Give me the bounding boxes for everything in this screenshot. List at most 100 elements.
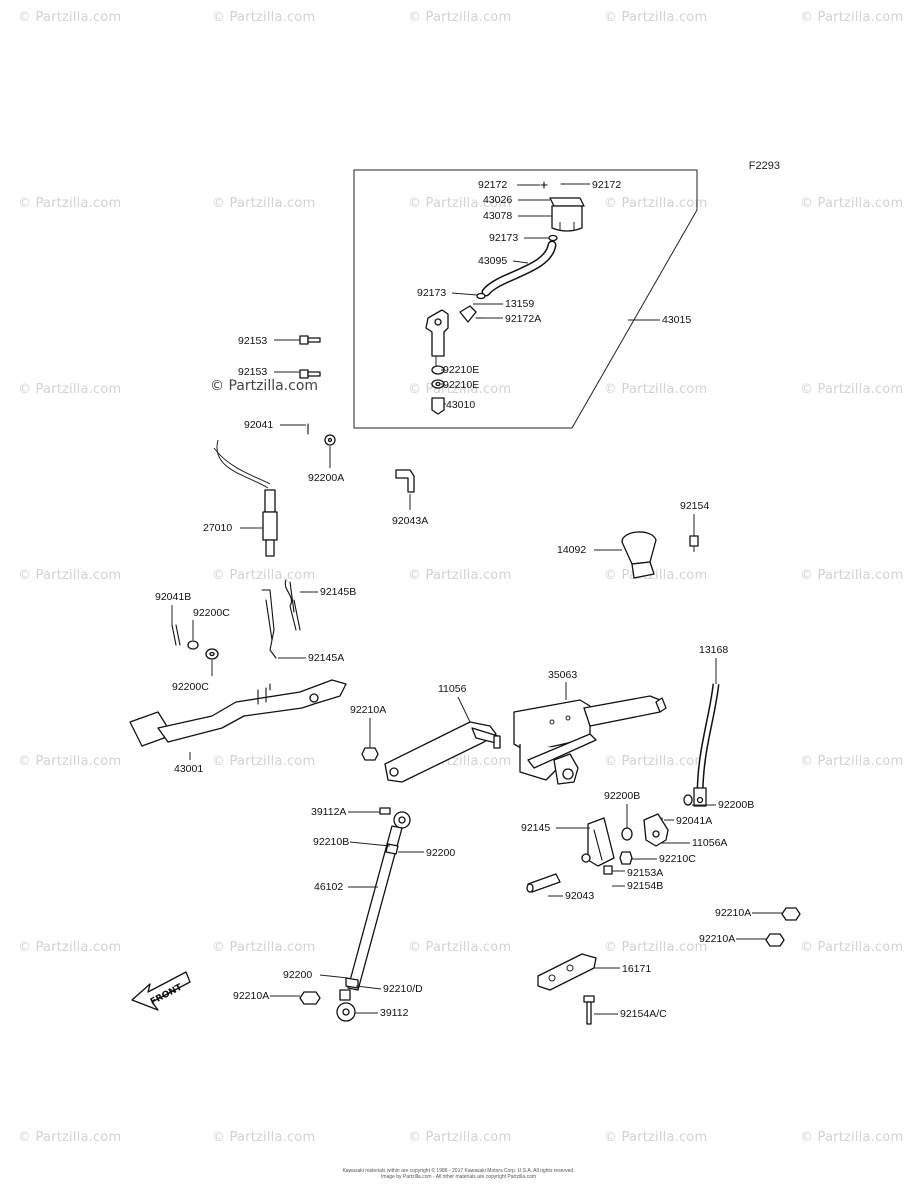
part-label-p92210D[interactable]: 92210/D: [383, 983, 423, 995]
pin-92041B: [171, 624, 181, 646]
part-label-p43010[interactable]: 43010: [446, 399, 475, 411]
part-label-p43001[interactable]: 43001: [174, 763, 203, 775]
part-label-p92210A_d[interactable]: 92210A: [233, 990, 269, 1002]
part-label-p92172_l[interactable]: 92172: [478, 179, 507, 191]
watermark: © Partzilla.com: [408, 940, 512, 955]
watermark: © Partzilla.com: [18, 754, 122, 769]
part-label-p13168[interactable]: 13168: [699, 644, 728, 656]
reservoir-43078: [551, 205, 583, 232]
arm-92145: [581, 817, 615, 867]
part-label-p92043A[interactable]: 92043A: [392, 515, 428, 527]
part-label-p14092[interactable]: 14092: [557, 544, 586, 556]
watermark: © Partzilla.com: [800, 196, 904, 211]
figure-code: F2293: [748, 160, 780, 172]
part-label-p92154AC[interactable]: 92154A/C: [620, 1008, 667, 1020]
pin-92043: [526, 873, 561, 893]
part-label-p39112[interactable]: 39112: [380, 1007, 409, 1019]
watermark: © Partzilla.com: [604, 754, 708, 769]
part-label-p92041[interactable]: 92041: [244, 419, 273, 431]
part-label-p27010[interactable]: 27010: [203, 522, 232, 534]
part-label-p43095[interactable]: 43095: [478, 255, 507, 267]
lever-11056A: [643, 813, 669, 847]
part-label-p39112A[interactable]: 39112A: [311, 806, 346, 818]
watermark: © Partzilla.com: [604, 196, 708, 211]
washer-92200B-right: [683, 794, 693, 806]
clevis-43010: [431, 397, 445, 415]
part-label-p92210A_c[interactable]: 92210A: [699, 933, 735, 945]
watermark: © Partzilla.com: [18, 382, 122, 397]
part-label-p92200C_a[interactable]: 92200C: [193, 607, 230, 619]
rod-end-39112A: [379, 807, 411, 829]
washer-92200C-lower: [205, 648, 219, 660]
part-label-p92210E_b[interactable]: 92210E: [443, 379, 479, 391]
part-label-p92210B[interactable]: 92210B: [313, 836, 349, 848]
part-label-p92173_a[interactable]: 92173: [489, 232, 518, 244]
part-label-p92145A[interactable]: 92145A: [308, 652, 344, 664]
part-label-p16171[interactable]: 16171: [622, 963, 651, 975]
leader-line-p11056: [457, 696, 471, 723]
part-label-p92200A[interactable]: 92200A: [308, 472, 344, 484]
part-label-p92200_a[interactable]: 92200: [426, 847, 455, 859]
part-label-p92210C[interactable]: 92210C: [659, 853, 696, 865]
nut-92210A-right-upper: [781, 907, 801, 921]
watermark: © Partzilla.com: [800, 10, 904, 25]
bolt-92154: [689, 535, 699, 552]
nut-92210C: [619, 851, 633, 865]
watermark: © Partzilla.com: [408, 196, 512, 211]
part-label-p92153_b[interactable]: 92153: [238, 366, 267, 378]
part-label-p92041B[interactable]: 92041B: [155, 591, 191, 603]
bolt-92154AC: [583, 995, 595, 1025]
part-label-p92200_b[interactable]: 92200: [283, 969, 312, 981]
bolt-92153-lower: [299, 369, 321, 379]
watermark: © Partzilla.com: [18, 1130, 122, 1145]
reservoir-cap-43026: [549, 197, 585, 207]
watermark: © Partzilla.com: [800, 940, 904, 955]
part-label-p92041A[interactable]: 92041A: [676, 815, 712, 827]
assembly-43015-frame: [353, 169, 698, 429]
spring-92145B: [284, 579, 301, 631]
part-label-p46102[interactable]: 46102: [314, 881, 343, 893]
rod-end-39112: [336, 989, 356, 1022]
part-label-p43078[interactable]: 43078: [483, 210, 512, 222]
part-label-p92154B[interactable]: 92154B: [627, 880, 663, 892]
watermark: © Partzilla.com: [18, 196, 122, 211]
part-label-p11056A[interactable]: 11056A: [692, 837, 727, 849]
part-label-p92200B_b[interactable]: 92200B: [718, 799, 754, 811]
part-label-p92172A[interactable]: 92172A: [505, 313, 541, 325]
nut-92210A-upper: [361, 747, 379, 761]
part-label-p13159[interactable]: 13159: [505, 298, 534, 310]
leader-lines: [171, 183, 782, 1015]
part-label-p11056[interactable]: 11056: [438, 683, 467, 695]
screw-92172-left: [540, 181, 548, 189]
part-label-p92173_b[interactable]: 92173: [417, 287, 446, 299]
rod-46102: [347, 825, 403, 991]
hose-43095: [481, 240, 557, 297]
bracket-35063: [513, 695, 667, 785]
part-label-p92200B_a[interactable]: 92200B: [604, 790, 640, 802]
clip-92173-upper: [548, 234, 558, 242]
part-label-p92210E_a[interactable]: 92210E: [443, 364, 479, 376]
leader-line-p92200_b: [319, 974, 349, 979]
part-label-p43026[interactable]: 43026: [483, 194, 512, 206]
watermark: © Partzilla.com: [212, 1130, 316, 1145]
part-label-p92172_r[interactable]: 92172: [592, 179, 621, 191]
watermark: © Partzilla.com: [212, 10, 316, 25]
part-label-p92210A_a[interactable]: 92210A: [350, 704, 386, 716]
watermark: © Partzilla.com: [800, 754, 904, 769]
part-label-p92200C_b[interactable]: 92200C: [172, 681, 209, 693]
watermark: © Partzilla.com: [800, 568, 904, 583]
part-label-p92210A_b[interactable]: 92210A: [715, 907, 751, 919]
part-label-p92153_a[interactable]: 92153: [238, 335, 267, 347]
watermark: © Partzilla.com: [212, 568, 316, 583]
bolt-92153A: [603, 865, 613, 875]
nut-92210A-rod: [299, 991, 321, 1005]
part-label-p35063[interactable]: 35063: [548, 669, 577, 681]
part-label-p92043[interactable]: 92043: [565, 890, 594, 902]
part-label-p92145B[interactable]: 92145B: [320, 586, 356, 598]
part-label-p43015[interactable]: 43015: [662, 314, 691, 326]
part-label-p92153A[interactable]: 92153A: [627, 867, 663, 879]
part-label-p92145[interactable]: 92145: [521, 822, 550, 834]
watermark: © Partzilla.com: [604, 568, 708, 583]
part-label-p92154[interactable]: 92154: [680, 500, 709, 512]
